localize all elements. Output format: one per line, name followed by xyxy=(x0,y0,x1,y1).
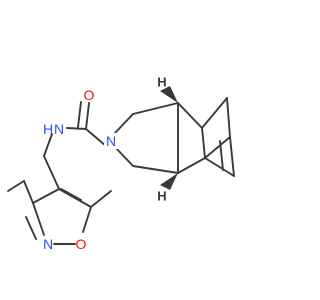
bond-alkene xyxy=(229,136,235,177)
wedge-top xyxy=(160,86,178,103)
bond-c7-c8 xyxy=(204,136,231,159)
pyrrolidine-bonds xyxy=(114,102,179,174)
molecule-structure: H H N O N H N O xyxy=(7,75,235,252)
bond-methyl xyxy=(90,190,112,208)
norbornene-bonds xyxy=(177,97,235,177)
atom-o-carbonyl: O xyxy=(84,87,95,103)
bond-c3a-c4 xyxy=(177,102,203,129)
atom-n-ring: N xyxy=(106,133,116,149)
bond-c4-bridge xyxy=(201,97,228,129)
atom-o-isoxazole: O xyxy=(76,236,87,252)
bond-c-o-double xyxy=(85,102,90,130)
stereo-h-top: H xyxy=(157,75,166,90)
bond-bridge-c7 xyxy=(226,97,231,138)
bond-ethyl-ch2 xyxy=(23,180,34,204)
bond-c4-c5-double-inner xyxy=(60,188,82,201)
bond-c1-c7a xyxy=(132,165,179,174)
isoxazole-bonds xyxy=(7,180,112,245)
stereo-centers: H H xyxy=(157,75,178,204)
bond-c4-c3 xyxy=(32,188,60,204)
bond-c5-c4 xyxy=(58,188,92,208)
bond-n-c1 xyxy=(114,146,134,167)
bond-c3a-c3 xyxy=(132,102,179,115)
bond-c3-n-double xyxy=(32,202,45,236)
label-knockout-n-ring xyxy=(104,133,118,149)
atom-n-amide: N xyxy=(54,121,64,137)
atom-h-amide: H xyxy=(43,121,53,137)
bond-n-carbonyl xyxy=(85,128,107,147)
bond-c9-c7 xyxy=(204,157,235,177)
bond-c3-n-double-inner xyxy=(25,216,37,240)
bond-nh-ch2 xyxy=(43,133,53,157)
bond-ch2-ring xyxy=(43,155,60,190)
amide-bonds xyxy=(43,101,107,190)
bond-carbonyl-nh xyxy=(66,127,87,130)
bond-c3-n xyxy=(114,113,134,134)
atom-labels: N O N H N O xyxy=(43,87,118,252)
bond-c7-c7a xyxy=(177,157,206,174)
atom-n-isoxazole: N xyxy=(43,236,53,252)
bond-c4-c7-front xyxy=(201,127,206,159)
bond-alkene-inner xyxy=(219,140,224,171)
bond-c-o-double-inner xyxy=(77,101,82,128)
bond-ethyl-ch3 xyxy=(7,180,25,192)
stereo-h-bottom: H xyxy=(157,189,166,204)
bond-o-c5 xyxy=(82,206,92,233)
wedge-bottom xyxy=(160,173,178,190)
